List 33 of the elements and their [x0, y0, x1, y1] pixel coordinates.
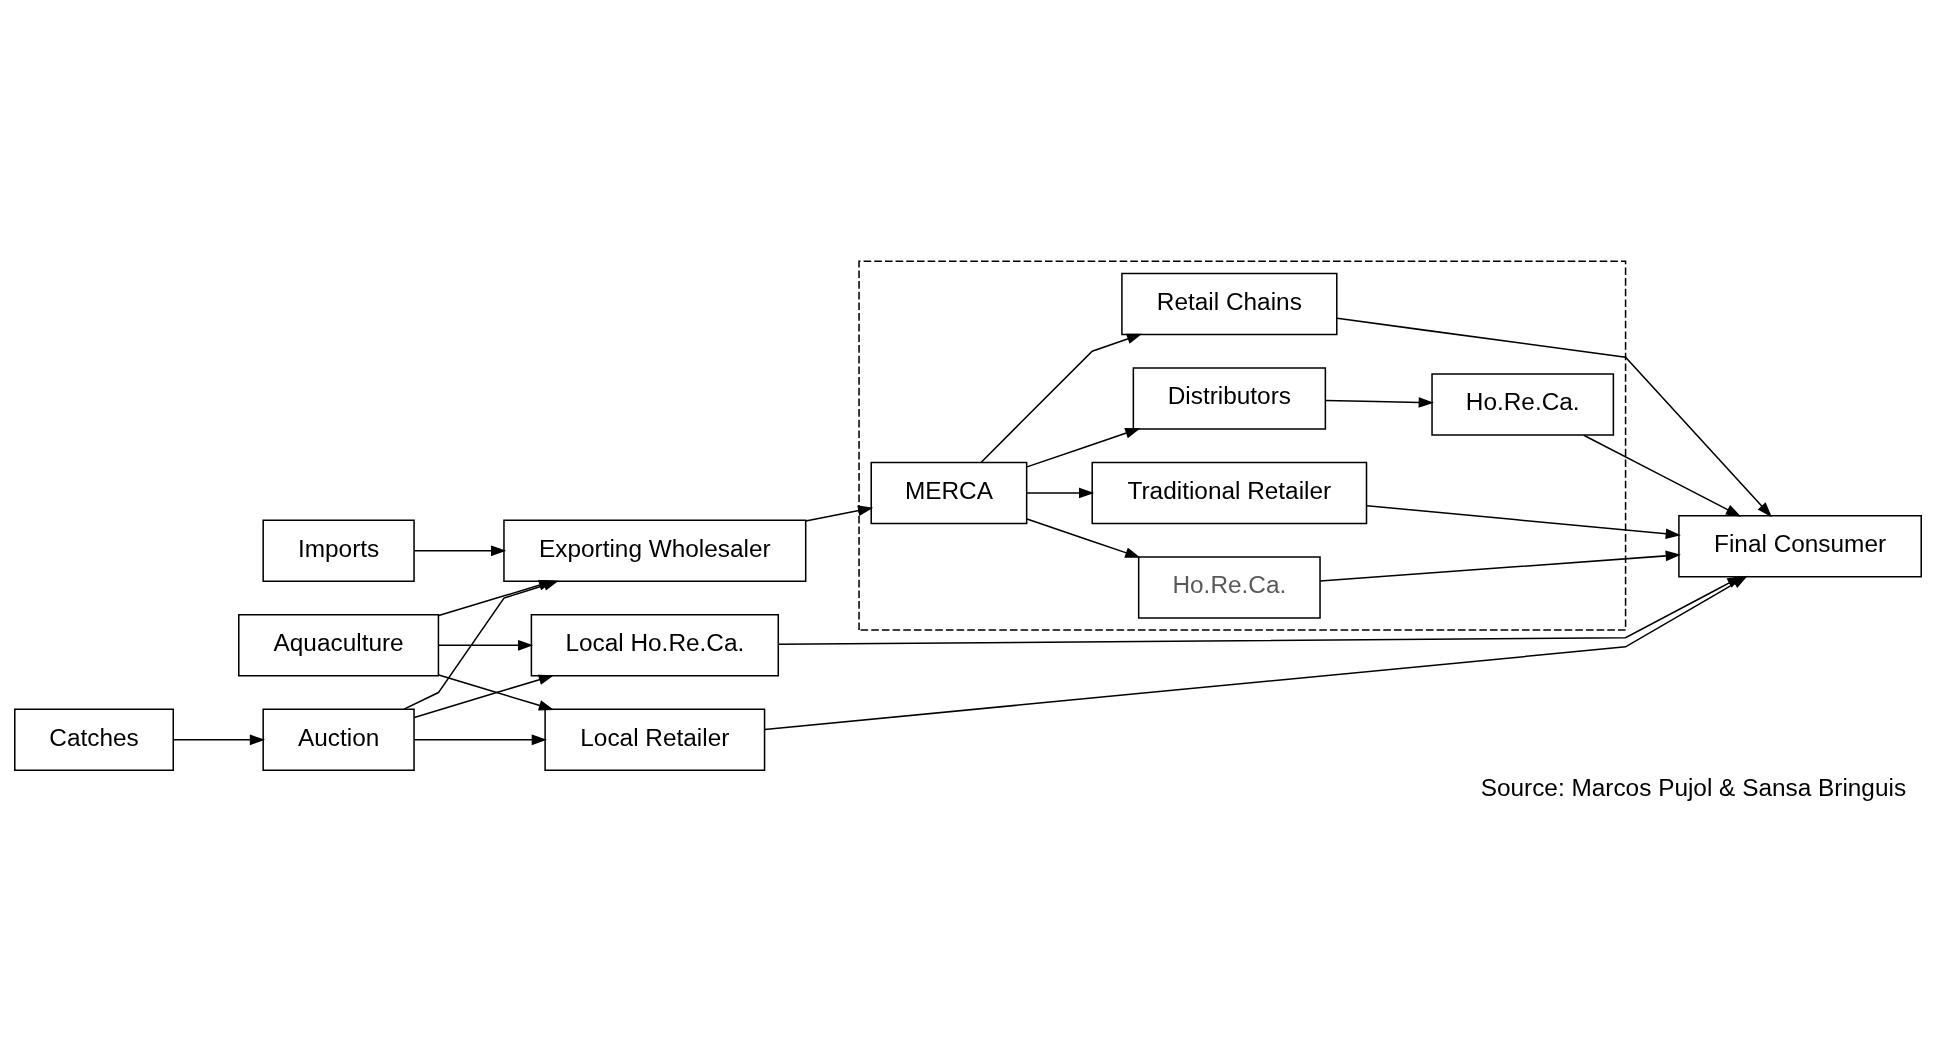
arrow	[1026, 428, 1141, 468]
arrow	[1324, 397, 1434, 408]
arrow	[438, 639, 534, 651]
node-box: MERCA	[870, 461, 1028, 525]
caption: Source: Marcos Pujol & Sansa Bringuis	[1480, 773, 1907, 801]
arrow	[1336, 317, 1772, 518]
arrow	[172, 734, 266, 746]
arrow	[438, 674, 555, 711]
arrow	[438, 580, 555, 617]
node-box: Local Retailer	[544, 708, 766, 772]
node-box: Auction	[262, 708, 415, 772]
arrow	[1026, 487, 1095, 499]
node-box: Ho.Re.Ca.	[1431, 373, 1615, 436]
node-box: Exporting Wholesaler	[503, 519, 807, 583]
node-box: Distributors	[1132, 367, 1327, 430]
arrow	[804, 505, 874, 522]
node-box: Imports	[262, 519, 415, 583]
arrow	[777, 575, 1743, 646]
node-box: Final Consumer	[1678, 515, 1922, 578]
arrow	[1026, 518, 1141, 558]
arrow	[413, 545, 507, 557]
node-box: Local Ho.Re.Ca.	[530, 614, 780, 677]
node-box: Aquaculture	[238, 614, 440, 677]
arrow	[1366, 504, 1681, 540]
arrow	[1583, 434, 1742, 517]
arrow	[980, 333, 1143, 463]
node-box: Retail Chains	[1121, 272, 1338, 336]
node-box: Catches	[14, 708, 175, 772]
node-box: Ho.Re.Ca.	[1137, 556, 1321, 619]
arrow	[413, 674, 554, 719]
arrow	[413, 734, 547, 746]
node-box: Traditional Retailer	[1091, 461, 1368, 525]
arrow	[1319, 550, 1681, 582]
